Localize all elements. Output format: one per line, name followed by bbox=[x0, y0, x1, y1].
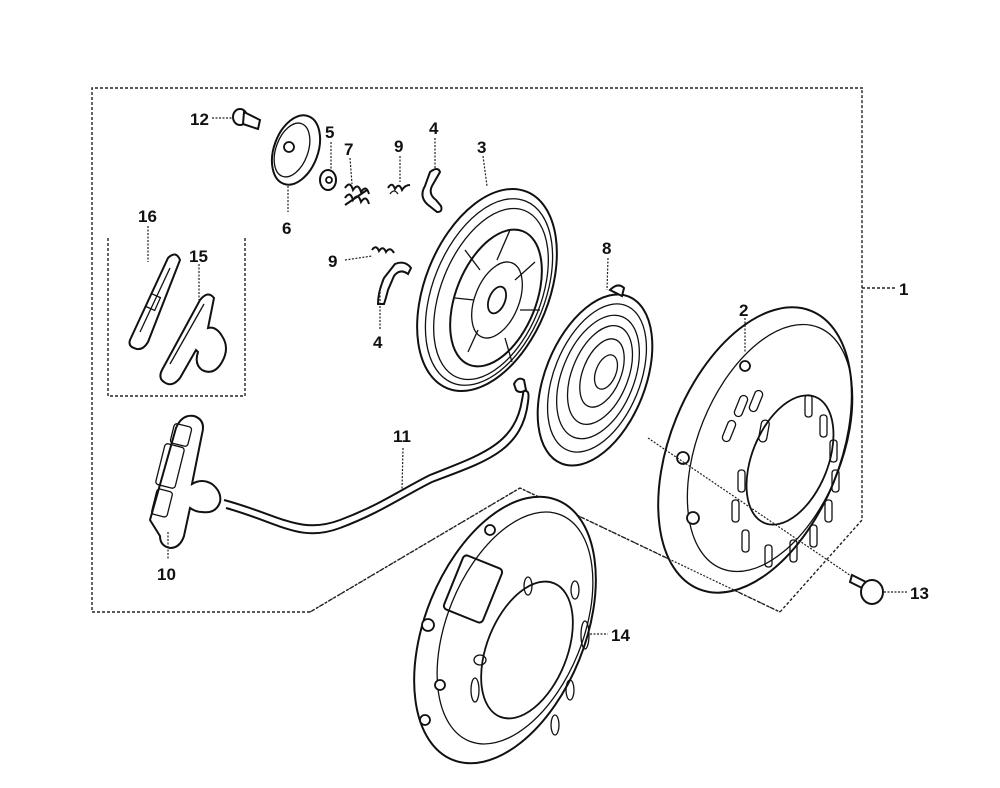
callout-12[interactable]: 12 bbox=[190, 110, 209, 129]
starter-case-part bbox=[657, 306, 854, 594]
ratchet-spring-lower-part bbox=[371, 246, 395, 255]
washer-part bbox=[319, 169, 337, 191]
callout-4-upper[interactable]: 4 bbox=[429, 119, 439, 138]
callout-5[interactable]: 5 bbox=[325, 123, 334, 142]
starter-grip-part bbox=[148, 414, 222, 550]
ratchet-lower-part bbox=[376, 261, 413, 305]
callout-15[interactable]: 15 bbox=[189, 247, 208, 266]
callout-7[interactable]: 7 bbox=[344, 140, 353, 159]
pulley-cover-part bbox=[413, 495, 597, 765]
callout-14[interactable]: 14 bbox=[611, 626, 630, 645]
recoil-spring-part bbox=[536, 284, 654, 467]
callout-3[interactable]: 3 bbox=[477, 138, 486, 157]
flange-bolt-part bbox=[848, 573, 884, 605]
callout-leaders bbox=[147, 117, 908, 635]
grip-insert-part bbox=[128, 253, 182, 351]
grip-kit-boundary bbox=[107, 238, 246, 397]
callout-4-lower[interactable]: 4 bbox=[373, 333, 383, 352]
starter-reel-part bbox=[416, 188, 558, 392]
callout-16[interactable]: 16 bbox=[138, 207, 157, 226]
friction-spring-part bbox=[344, 183, 370, 206]
callout-labels: 12 6 5 7 9 4 3 9 4 8 2 1 16 15 10 11 13 … bbox=[138, 110, 929, 645]
callout-10[interactable]: 10 bbox=[157, 565, 176, 584]
callout-11[interactable]: 11 bbox=[393, 427, 411, 446]
ratchet-upper-part bbox=[421, 168, 443, 214]
assembly-axis-lines bbox=[309, 437, 861, 613]
callout-2[interactable]: 2 bbox=[739, 301, 748, 320]
ratchet-spring-upper-part bbox=[387, 183, 411, 195]
callout-13[interactable]: 13 bbox=[910, 584, 929, 603]
callout-1[interactable]: 1 bbox=[899, 280, 908, 299]
callout-9-lower[interactable]: 9 bbox=[328, 252, 337, 271]
setting-screw-part bbox=[232, 108, 262, 131]
assembly-boundary bbox=[91, 87, 895, 613]
callout-6[interactable]: 6 bbox=[282, 219, 291, 238]
starter-rope-part bbox=[223, 377, 530, 535]
callout-9-upper[interactable]: 9 bbox=[394, 137, 403, 156]
grip-body-part bbox=[159, 293, 227, 386]
callout-8[interactable]: 8 bbox=[602, 239, 611, 258]
friction-plate-part bbox=[270, 114, 322, 186]
